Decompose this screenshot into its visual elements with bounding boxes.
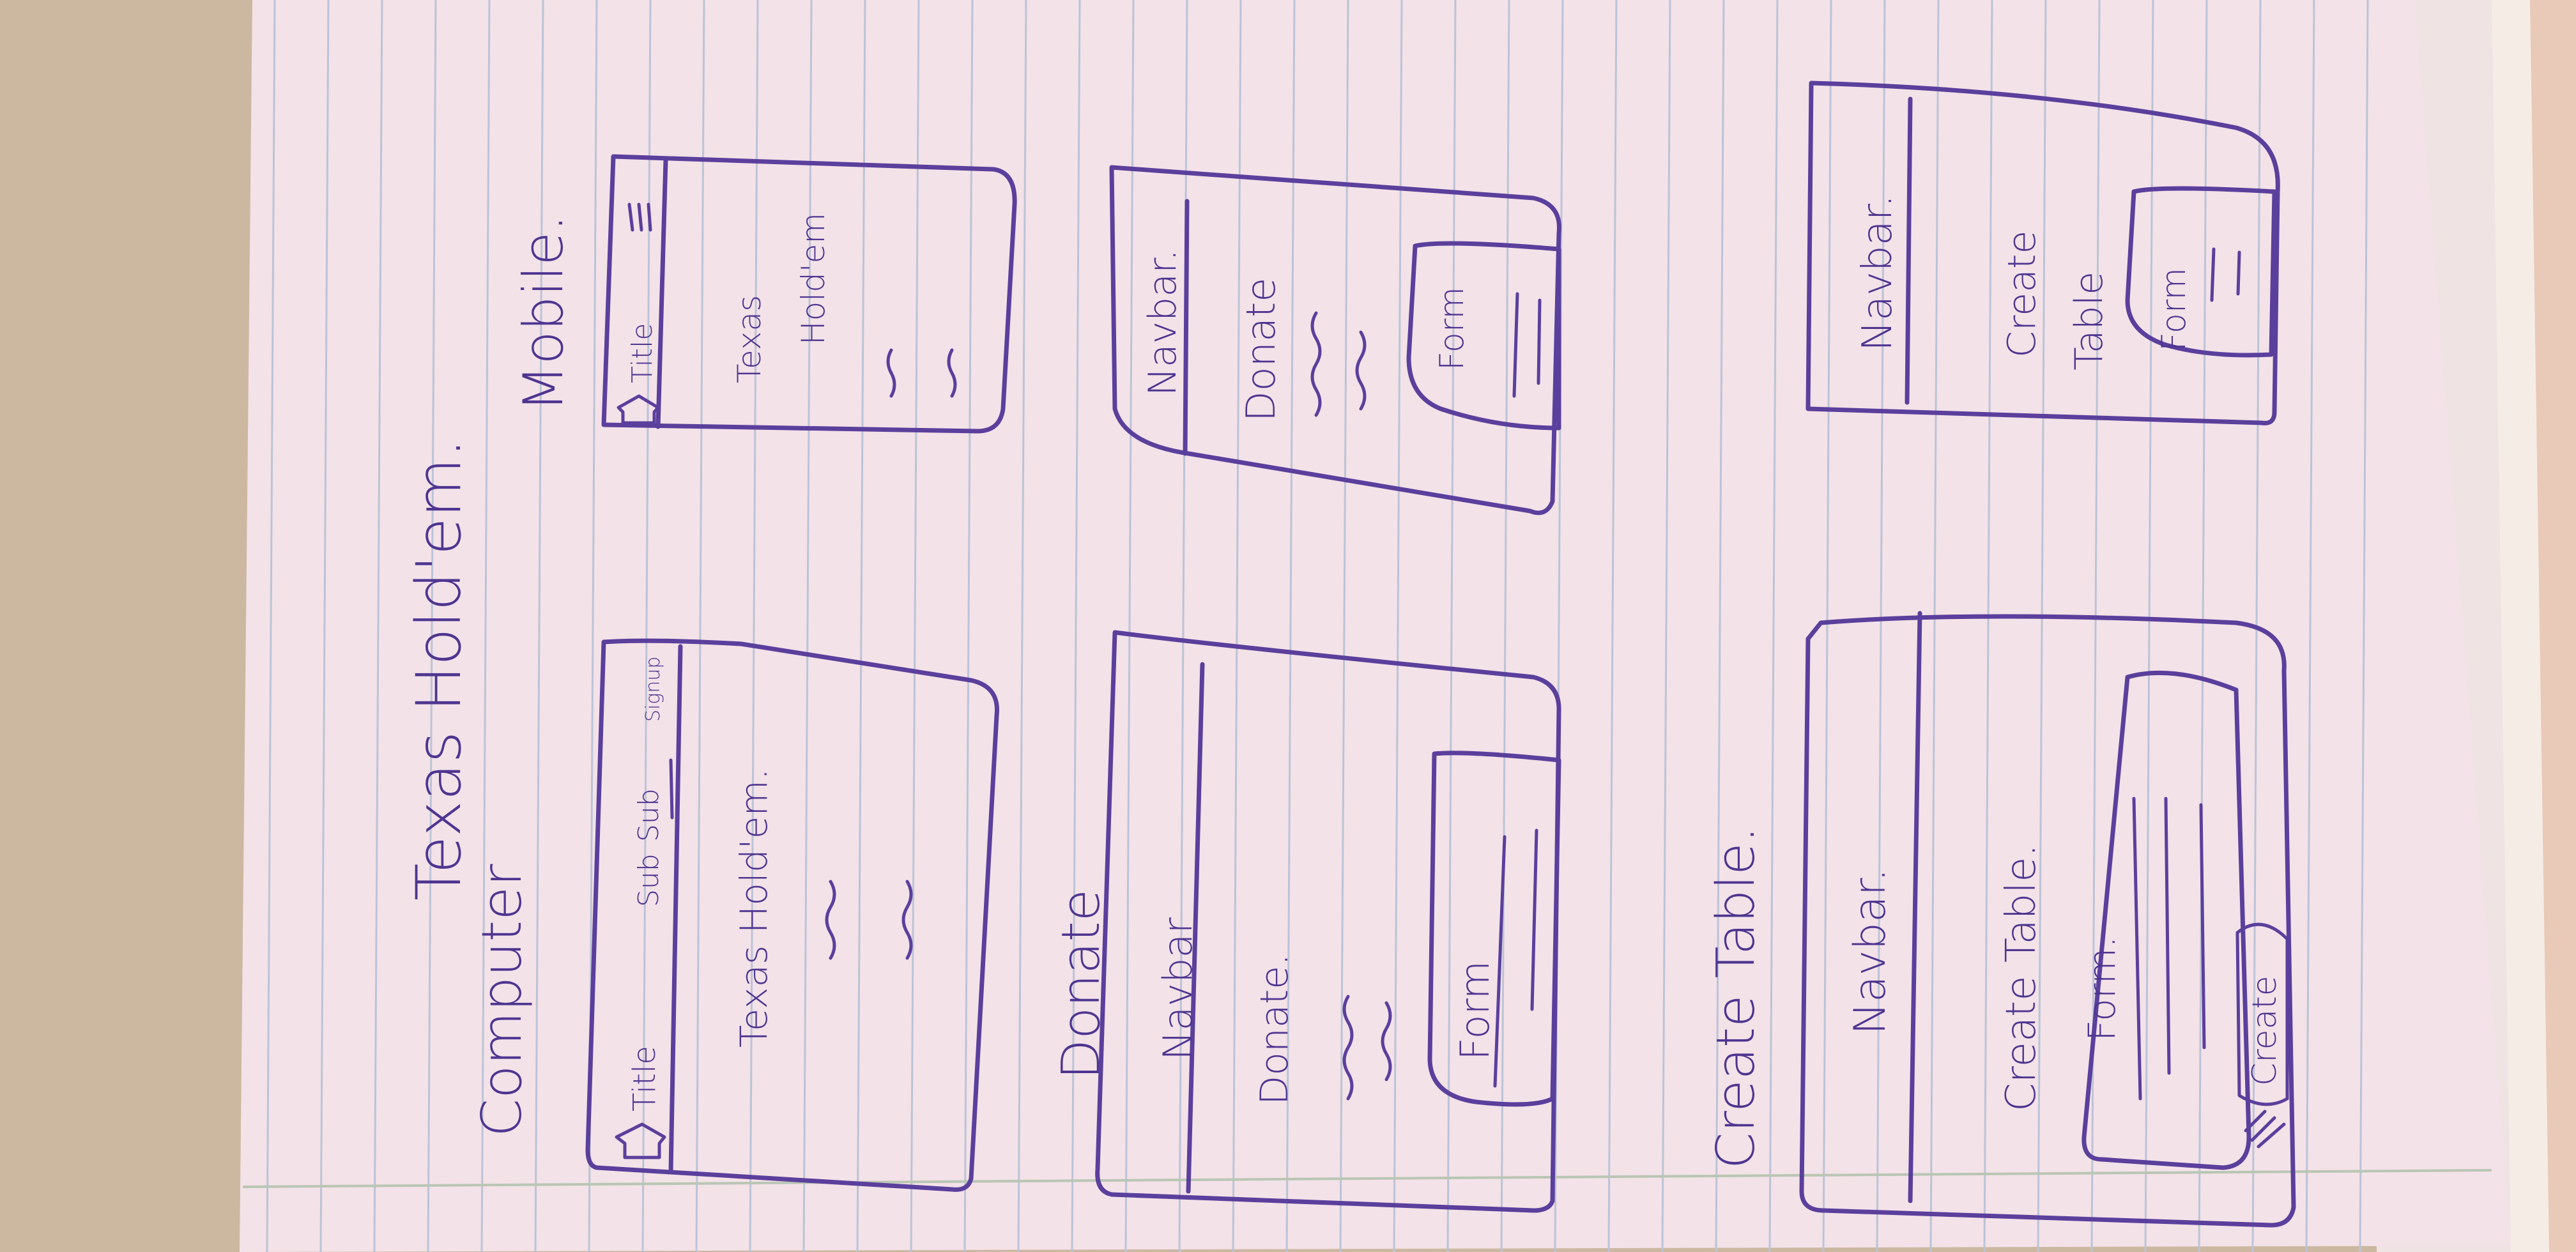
- mobile-create-form: Form: [2155, 268, 2193, 351]
- page-heading: Texas Hold'em.: [403, 438, 475, 901]
- computer-signup-label: Signup: [642, 657, 664, 722]
- ruled-line: [1124, 0, 1135, 1252]
- ruled-line: [373, 0, 383, 1252]
- ruled-line: [1339, 0, 1349, 1252]
- section-mobile-label: Mobile.: [512, 215, 576, 412]
- ruled-line: [910, 0, 920, 1252]
- ruled-line: [2305, 0, 2315, 1252]
- mobile-donate-form: Form: [1433, 287, 1471, 370]
- computer-sub2-label: Sub: [632, 788, 665, 842]
- ruled-line: [802, 0, 813, 1252]
- ruled-line: [2359, 0, 2369, 1252]
- computer-content-label: Texas Hold'em.: [732, 768, 776, 1048]
- ruled-line: [534, 0, 544, 1252]
- ruled-line: [856, 0, 866, 1252]
- ruled-line: [1017, 0, 1027, 1252]
- mobile-home-wireframe: Title Texas Hold'em: [601, 154, 1017, 434]
- ruled-line: [2144, 0, 2154, 1252]
- ruled-line: [1768, 0, 1779, 1252]
- mobile-content-line2: Hold'em: [795, 213, 832, 345]
- ruled-line: [1500, 0, 1510, 1252]
- mobile-donate-navbar: Navbar.: [1140, 249, 1185, 396]
- ruled-line: [1446, 0, 1457, 1252]
- mobile-create-content-line2: Table: [2067, 271, 2112, 370]
- computer-donate-form: Form: [1452, 961, 1498, 1060]
- computer-create-navbar: Navbar.: [1845, 868, 1896, 1035]
- ruled-line: [1822, 0, 1832, 1252]
- ruled-line: [1983, 0, 1993, 1252]
- mobile-create-content-line1: Create: [2000, 231, 2044, 358]
- ruled-line: [1285, 0, 1296, 1252]
- computer-create-table-wireframe: Navbar. Create Table. Form. Create: [1799, 611, 2296, 1228]
- ruled-line: [1071, 0, 1081, 1252]
- ruled-line: [2198, 0, 2208, 1252]
- notebook-page: [240, 0, 2511, 1252]
- computer-title-label: Title: [627, 1046, 663, 1111]
- mobile-create-navbar: Navbar.: [1854, 194, 1901, 351]
- section-computer-label: Computer: [470, 864, 534, 1137]
- computer-create-form: Form.: [2080, 936, 2124, 1041]
- ruled-line: [266, 0, 276, 1252]
- house-icon: [615, 1122, 666, 1159]
- ruled-line: [749, 0, 759, 1252]
- mobile-create-table-wireframe: Navbar. Create Table Form: [1805, 80, 2280, 425]
- computer-donate-content: Donate.: [1252, 954, 1297, 1105]
- computer-donate-wireframe: Navbar Donate. Form: [1095, 630, 1561, 1213]
- ruled-line: [1929, 0, 1940, 1252]
- ruled-line: [1876, 0, 1886, 1252]
- house-icon: [617, 394, 660, 425]
- margin-line: [242, 1169, 2492, 1188]
- ruled-line: [963, 0, 974, 1252]
- computer-create-button: Create: [2246, 975, 2284, 1086]
- computer-sub1-label: Sub: [632, 853, 665, 907]
- computer-home-wireframe: Title Sub Sub Signup Texas Hold'em.: [585, 638, 999, 1192]
- ruled-line: [480, 0, 491, 1252]
- ruled-line: [1661, 0, 1671, 1252]
- ruled-line: [695, 0, 705, 1252]
- ruled-line: [319, 0, 330, 1252]
- ruled-lines: [266, 0, 2369, 1252]
- mobile-content-line1: Texas: [731, 295, 768, 383]
- ruled-line: [427, 0, 437, 1252]
- computer-create-content: Create Table.: [1998, 844, 2045, 1111]
- mobile-title-label: Title: [626, 323, 659, 383]
- ruled-line: [1715, 0, 1725, 1252]
- ruled-line: [2037, 0, 2047, 1252]
- ruled-line: [1607, 0, 1618, 1252]
- ruled-line: [1393, 0, 1403, 1252]
- hamburger-menu-icon: [627, 202, 652, 232]
- mobile-donate-content: Donate: [1238, 278, 1284, 422]
- computer-donate-navbar: Navbar: [1154, 917, 1201, 1060]
- section-create-table-label: Create Table.: [1706, 826, 1767, 1169]
- mobile-donate-wireframe: Navbar. Donate Form: [1109, 165, 1561, 515]
- ruled-line: [1232, 0, 1242, 1252]
- create-button-sketch: [2235, 922, 2289, 1106]
